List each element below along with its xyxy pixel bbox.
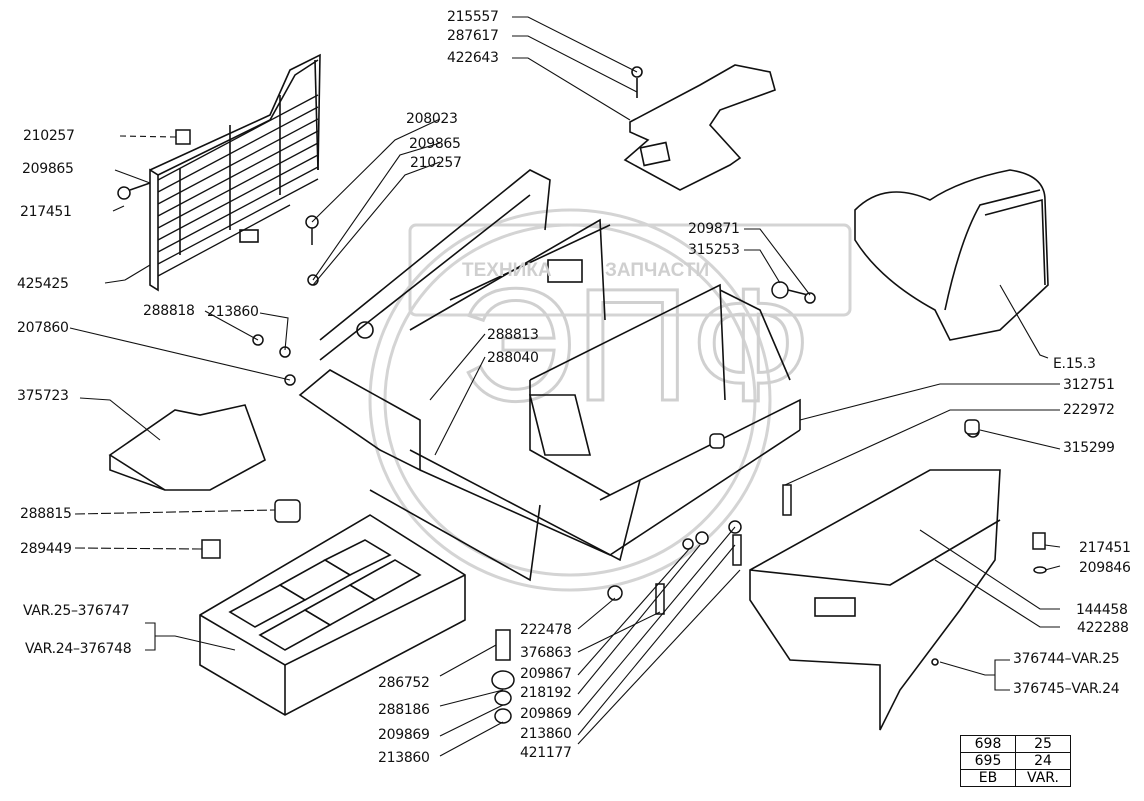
shelf-375723 bbox=[108, 404, 266, 491]
callout-209871[interactable]: 209871 bbox=[688, 221, 740, 237]
grille-425425 bbox=[149, 53, 321, 292]
callout-209846[interactable]: 209846 bbox=[1079, 560, 1131, 576]
callout-376744-var25[interactable]: 376744–VAR.25 bbox=[1013, 651, 1120, 667]
callout-209867[interactable]: 209867 bbox=[520, 666, 572, 682]
callout-215557[interactable]: 215557 bbox=[447, 9, 499, 25]
battery-tray bbox=[199, 514, 466, 716]
callout-222478[interactable]: 222478 bbox=[520, 622, 572, 638]
callout-209869[interactable]: 209869 bbox=[520, 706, 572, 722]
variant-row: 698 25 bbox=[960, 735, 1071, 753]
callout-375723[interactable]: 375723 bbox=[17, 388, 69, 404]
callout-217451[interactable]: 217451 bbox=[20, 204, 72, 220]
callout-376863[interactable]: 376863 bbox=[520, 645, 572, 661]
callout-287617[interactable]: 287617 bbox=[447, 28, 499, 44]
callout-422643[interactable]: 422643 bbox=[447, 50, 499, 66]
leader-lines bbox=[69, 16, 1061, 757]
callout-222972[interactable]: 222972 bbox=[1063, 402, 1115, 418]
callout-425425[interactable]: 425425 bbox=[17, 276, 69, 292]
callout-217451[interactable]: 217451 bbox=[1079, 540, 1131, 556]
callout-208023[interactable]: 208023 bbox=[406, 111, 458, 127]
callout-209865[interactable]: 209865 bbox=[409, 136, 461, 152]
callout-var24-376748[interactable]: VAR.24–376748 bbox=[25, 641, 132, 657]
hardware-parts bbox=[117, 129, 1047, 724]
seat-e153 bbox=[854, 169, 1049, 341]
callout-210257[interactable]: 210257 bbox=[410, 155, 462, 171]
callout-312751[interactable]: 312751 bbox=[1063, 377, 1115, 393]
callout-376745-var24[interactable]: 376745–VAR.24 bbox=[1013, 681, 1120, 697]
callout-var25-376747[interactable]: VAR.25–376747 bbox=[23, 603, 130, 619]
variant-cell: 25 bbox=[1015, 735, 1071, 753]
watermark-right-text: ЗАПЧАСТИ bbox=[605, 260, 710, 281]
callout-213860[interactable]: 213860 bbox=[520, 726, 572, 742]
callout-218192[interactable]: 218192 bbox=[520, 685, 572, 701]
watermark: ЭПФ bbox=[368, 208, 852, 592]
callout-288818[interactable]: 288818 bbox=[143, 303, 195, 319]
callout-286752[interactable]: 286752 bbox=[378, 675, 430, 691]
callout-422288[interactable]: 422288 bbox=[1077, 620, 1129, 636]
callout-289449[interactable]: 289449 bbox=[20, 541, 72, 557]
callout-315299[interactable]: 315299 bbox=[1063, 440, 1115, 456]
callout-144458[interactable]: 144458 bbox=[1076, 602, 1128, 618]
variant-cell: 698 bbox=[960, 735, 1016, 753]
callout-288815[interactable]: 288815 bbox=[20, 506, 72, 522]
callout-288186[interactable]: 288186 bbox=[378, 702, 430, 718]
variant-row: EB VAR. bbox=[960, 769, 1071, 787]
callout-213860[interactable]: 213860 bbox=[207, 304, 259, 320]
callout-209865[interactable]: 209865 bbox=[22, 161, 74, 177]
variant-cell: 695 bbox=[960, 752, 1016, 770]
svg-text:ЭПФ: ЭПФ bbox=[460, 255, 812, 434]
variant-cell: EB bbox=[960, 769, 1016, 787]
floor-plate-422643 bbox=[623, 64, 776, 191]
callout-209869[interactable]: 209869 bbox=[378, 727, 430, 743]
watermark-left-text: ТЕХНИКА bbox=[462, 260, 552, 281]
variant-cell: 24 bbox=[1015, 752, 1071, 770]
callout-288813[interactable]: 288813 bbox=[487, 327, 539, 343]
callout-421177[interactable]: 421177 bbox=[520, 745, 572, 761]
variant-cell: VAR. bbox=[1015, 769, 1071, 787]
variant-row: 695 24 bbox=[960, 752, 1071, 770]
callout-315253[interactable]: 315253 bbox=[688, 242, 740, 258]
callout-288040[interactable]: 288040 bbox=[487, 350, 539, 366]
callout-e153[interactable]: E.15.3 bbox=[1053, 356, 1096, 372]
variant-table: 698 25 695 24 EB VAR. bbox=[960, 735, 1071, 787]
callout-207860[interactable]: 207860 bbox=[17, 320, 69, 336]
callout-213860[interactable]: 213860 bbox=[378, 750, 430, 766]
callout-210257[interactable]: 210257 bbox=[23, 128, 75, 144]
